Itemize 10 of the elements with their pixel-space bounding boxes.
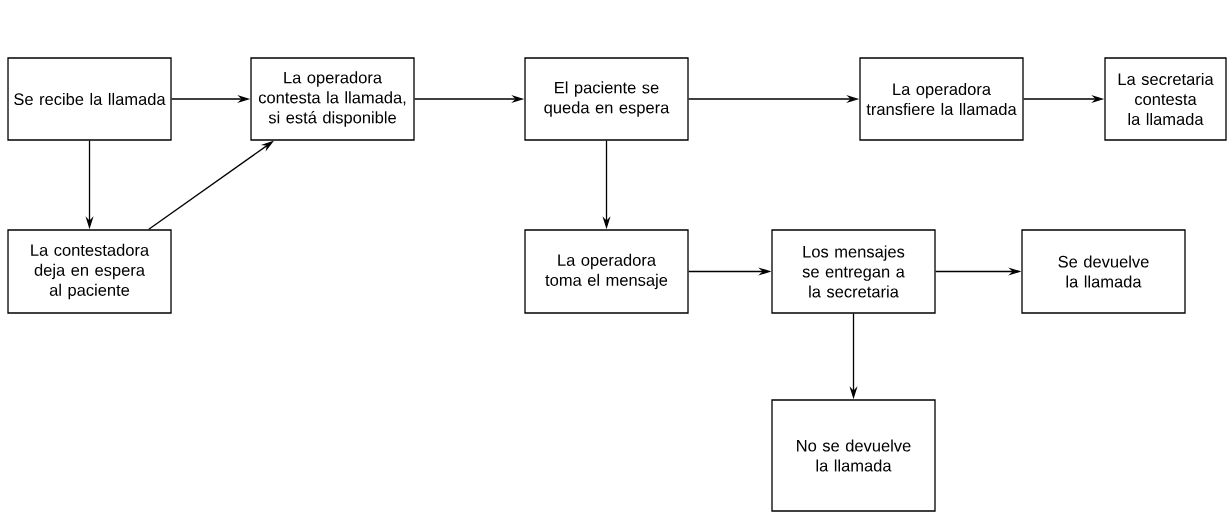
process-box: Se recibe la llamada (7, 57, 172, 141)
process-box: Los mensajes se entregan a la secretaria (771, 229, 936, 314)
process-box: La secretaria contesta la llamada (1104, 57, 1227, 141)
process-box: Se devuelve la llamada (1021, 229, 1186, 314)
process-box: El paciente se queda en espera (524, 57, 689, 141)
process-box: La contestadora deja en espera al paciente (7, 229, 172, 314)
process-box: La operadora transfiere la llamada (859, 57, 1024, 141)
process-box: La operadora contesta la llamada, si está disponible (250, 57, 415, 141)
process-box: La operadora toma el mensaje (524, 229, 689, 314)
process-box: No se devuelve la llamada (771, 399, 936, 512)
